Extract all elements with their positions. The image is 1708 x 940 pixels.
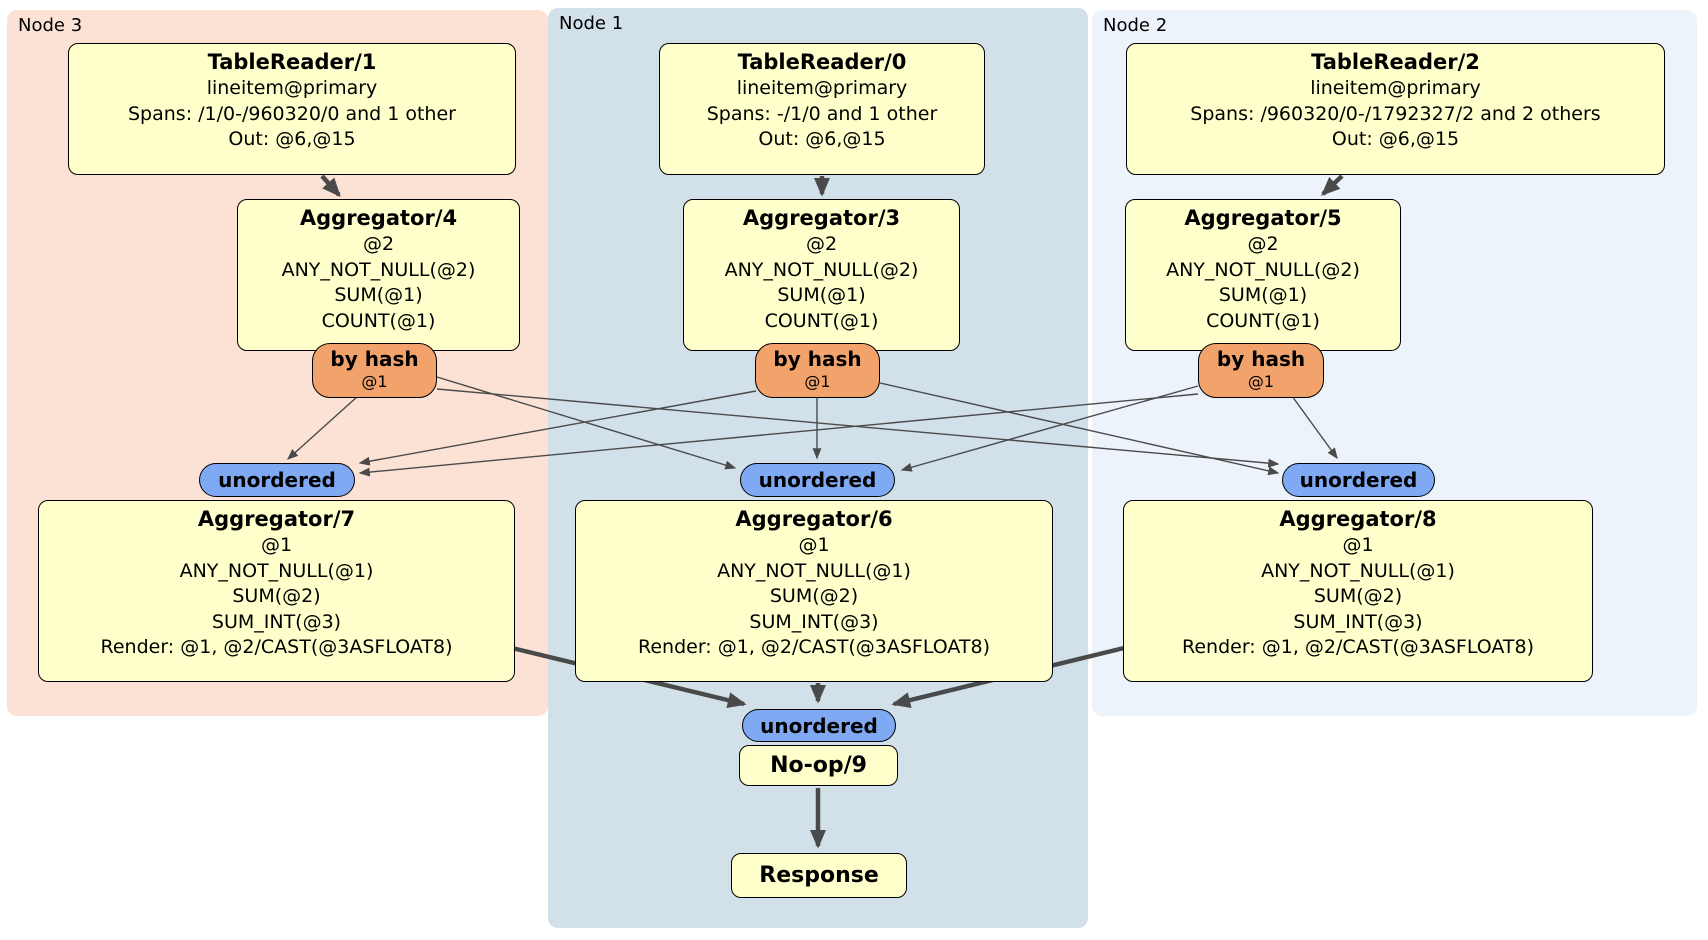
router-by-hash-node1: by hash @1	[755, 343, 880, 398]
processor-title: Aggregator/5	[1184, 206, 1342, 230]
processor-detail: ANY_NOT_NULL(@2)	[1166, 258, 1360, 281]
processor-detail: Out: @6,@15	[228, 128, 356, 150]
processor-detail: @1	[260, 534, 293, 556]
processor-detail: lineitem@primary	[736, 77, 908, 99]
processor-response: Response	[731, 853, 907, 898]
processor-detail: lineitem@primary	[206, 77, 378, 99]
router-stream-edges	[286, 376, 1338, 477]
processor-detail: Out: @6,@15	[1331, 128, 1460, 150]
processor-detail: COUNT(@1)	[1206, 309, 1320, 332]
processor-detail: Spans: -/1/0 and 1 other	[706, 102, 938, 125]
processor-title: Response	[759, 863, 879, 888]
processor-detail: @1	[798, 534, 830, 556]
processor-detail: SUM(@2)	[769, 585, 859, 607]
edge-tr2-to-agg5	[1321, 174, 1344, 196]
processor-title: Aggregator/3	[742, 206, 901, 230]
processor-detail: ANY_NOT_NULL(@1)	[179, 559, 374, 582]
processor-title: No-op/9	[770, 753, 867, 778]
router-label: by hash	[1216, 347, 1306, 371]
router-detail: @1	[361, 372, 388, 391]
stream-unordered-node3: unordered	[199, 463, 355, 497]
processor-detail: Spans: /960320/0-/1792327/2 and 2 others	[1190, 102, 1601, 125]
node-panel-label: Node 2	[1103, 15, 1168, 36]
processor-title: Aggregator/6	[735, 507, 893, 531]
processor-detail: @1	[1342, 534, 1374, 556]
processor-title: TableReader/1	[207, 50, 377, 74]
processor-detail: SUM(@1)	[334, 284, 423, 306]
stream-label: unordered	[758, 468, 877, 492]
processor-tablereader-2: TableReader/2 lineitem@primary Spans: /9…	[1126, 43, 1665, 175]
router-detail: @1	[804, 372, 831, 391]
stream-label: unordered	[1299, 468, 1418, 492]
processor-detail: COUNT(@1)	[321, 309, 436, 332]
processor-tablereader-1: TableReader/1 lineitem@primary Spans: /1…	[68, 43, 516, 175]
processor-aggregator-5: Aggregator/5 @2 ANY_NOT_NULL(@2) SUM(@1)…	[1125, 199, 1401, 351]
edge-byhash4-to-unordered7	[286, 395, 359, 460]
processor-detail: ANY_NOT_NULL(@2)	[281, 258, 476, 281]
processor-detail: COUNT(@1)	[764, 309, 879, 332]
edge-tr1-to-agg4	[320, 174, 341, 198]
processor-detail: SUM_INT(@3)	[211, 610, 342, 633]
processor-detail: SUM(@2)	[1313, 585, 1403, 607]
processor-tablereader-0: TableReader/0 lineitem@primary Spans: -/…	[659, 43, 985, 175]
edge-byhash5-to-unordered6	[900, 385, 1199, 472]
processor-title: Aggregator/4	[299, 206, 458, 230]
stream-label: unordered	[760, 713, 878, 738]
router-label: by hash	[330, 347, 419, 371]
processor-detail: Out: @6,@15	[758, 128, 886, 150]
edge-byhash5-to-unordered7	[358, 393, 1199, 477]
processor-detail: ANY_NOT_NULL(@1)	[717, 559, 911, 582]
edge-byhash3-to-unordered8	[879, 382, 1280, 476]
processor-detail: SUM(@2)	[232, 585, 321, 607]
processor-detail: @2	[805, 233, 838, 255]
edge-byhash3-to-unordered7	[358, 390, 757, 466]
processor-detail: Render: @1, @2/CAST(@3ASFLOAT8)	[638, 636, 990, 658]
processor-detail: ANY_NOT_NULL(@1)	[1261, 559, 1455, 582]
stream-unordered-node2: unordered	[1282, 463, 1435, 497]
stream-label: unordered	[218, 468, 336, 492]
processor-aggregator-4: Aggregator/4 @2 ANY_NOT_NULL(@2) SUM(@1)…	[237, 199, 520, 351]
processor-detail: @2	[1247, 233, 1279, 255]
edge-byhash5-to-unordered8	[1291, 395, 1338, 460]
stream-unordered-node1: unordered	[740, 463, 895, 497]
stream-unordered-final: unordered	[742, 709, 896, 742]
node-panel-label: Node 1	[559, 13, 624, 34]
processor-detail: SUM_INT(@3)	[749, 610, 879, 633]
processor-aggregator-8: Aggregator/8 @1 ANY_NOT_NULL(@1) SUM(@2)…	[1123, 500, 1593, 682]
processor-detail: Spans: /1/0-/960320/0 and 1 other	[128, 102, 456, 125]
node-panel-label: Node 3	[18, 15, 83, 36]
router-by-hash-node3: by hash @1	[312, 343, 437, 398]
processor-detail: lineitem@primary	[1310, 77, 1481, 99]
processor-aggregator-3: Aggregator/3 @2 ANY_NOT_NULL(@2) SUM(@1)…	[683, 199, 960, 351]
processor-aggregator-7: Aggregator/7 @1 ANY_NOT_NULL(@1) SUM(@2)…	[38, 500, 515, 682]
processor-detail: SUM(@1)	[777, 284, 866, 306]
processor-title: TableReader/2	[1311, 50, 1480, 74]
router-detail: @1	[1247, 372, 1275, 391]
processor-title: Aggregator/7	[197, 507, 356, 531]
processor-detail: Render: @1, @2/CAST(@3ASFLOAT8)	[1182, 636, 1534, 658]
processor-detail: Render: @1, @2/CAST(@3ASFLOAT8)	[100, 636, 453, 658]
processor-detail: ANY_NOT_NULL(@2)	[724, 258, 919, 281]
processor-title: TableReader/0	[737, 50, 907, 74]
router-by-hash-node2: by hash @1	[1198, 343, 1324, 398]
processor-detail: SUM(@1)	[1218, 284, 1308, 306]
processor-noop-9: No-op/9	[739, 745, 898, 786]
processor-aggregator-6: Aggregator/6 @1 ANY_NOT_NULL(@1) SUM(@2)…	[575, 500, 1053, 682]
router-label: by hash	[773, 347, 862, 371]
processor-detail: @2	[362, 233, 395, 255]
processor-title: Aggregator/8	[1279, 507, 1437, 531]
processor-detail: SUM_INT(@3)	[1293, 610, 1423, 633]
